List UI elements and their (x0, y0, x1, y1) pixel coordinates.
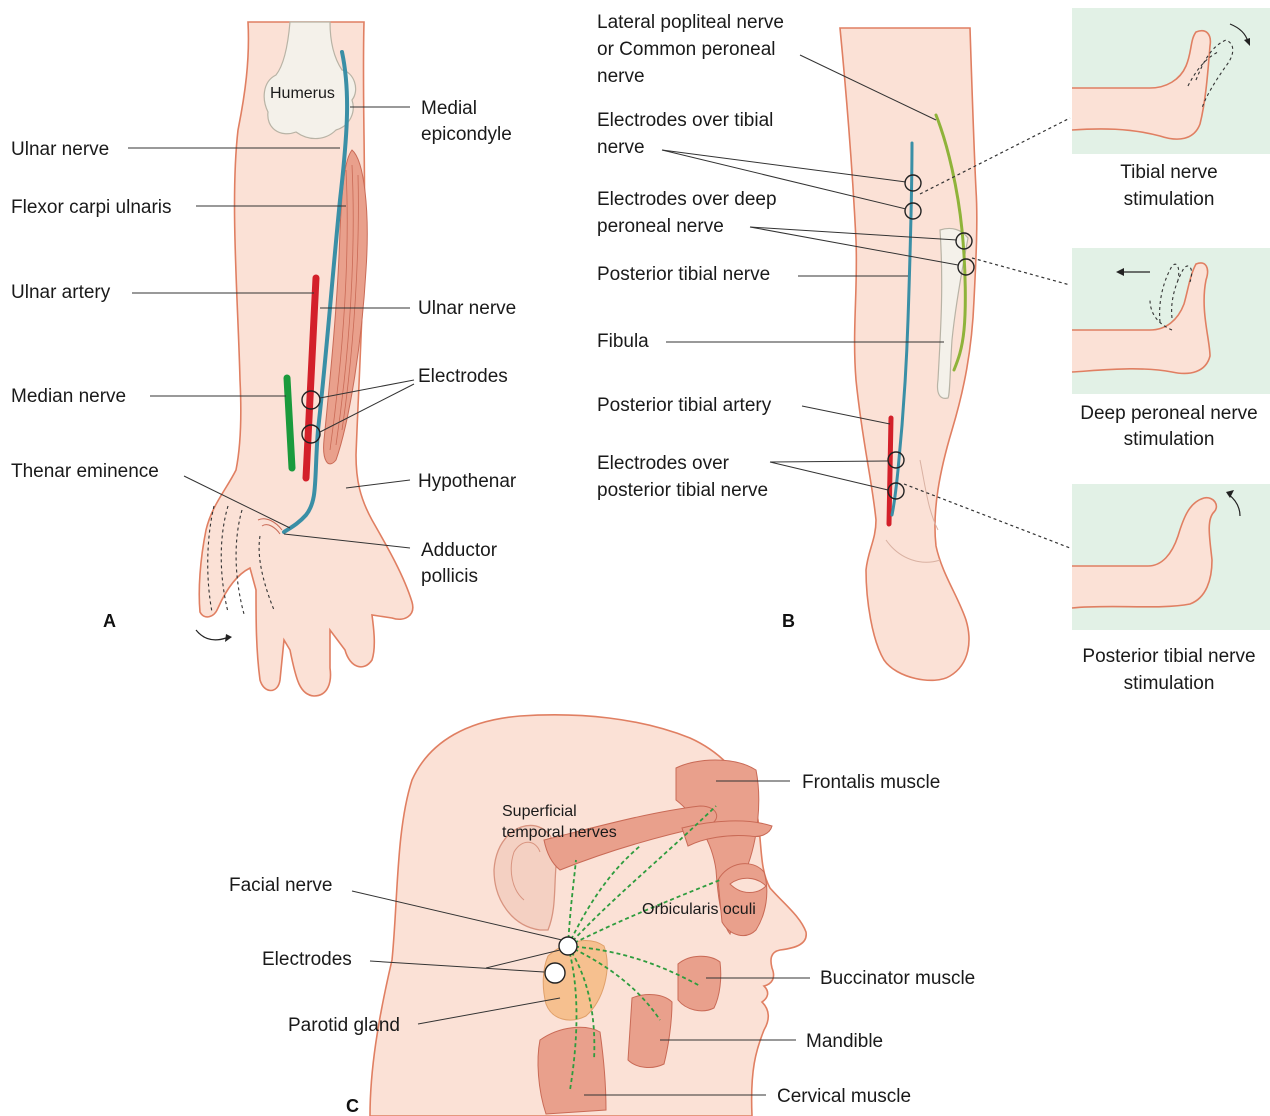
hypothenar-label: Hypothenar (418, 471, 517, 492)
ulnar-nerve-label-left: Ulnar nerve (11, 139, 109, 160)
inset-post-caption-2: stimulation (1124, 673, 1215, 694)
electrodes-label-c: Electrodes (262, 949, 352, 970)
inset-posterior-tibial (1072, 484, 1270, 630)
fibula-label: Fibula (597, 331, 649, 352)
parotid-gland-label: Parotid gland (288, 1015, 400, 1036)
electrodes-tibial-label-1: Electrodes over tibial (597, 110, 773, 131)
superficial-temporal-label-1: Superficial (502, 803, 577, 820)
inset-tibial-caption-2: stimulation (1124, 189, 1215, 210)
inset-post-caption-1: Posterior tibial nerve (1082, 646, 1255, 667)
lateral-popliteal-label-1: Lateral popliteal nerve (597, 12, 784, 33)
inset-tibial (1072, 8, 1270, 154)
frontalis-label: Frontalis muscle (802, 772, 940, 793)
electrodes-post-label-2: posterior tibial nerve (597, 480, 768, 501)
mandible-label: Mandible (806, 1031, 883, 1052)
electrodes-tibial-label-2: nerve (597, 137, 645, 158)
thenar-eminence-label: Thenar eminence (11, 461, 159, 482)
buccinator-muscle (678, 956, 721, 1011)
electrodes-deep-label-2: peroneal nerve (597, 216, 724, 237)
electrodes-deep-label-1: Electrodes over deep (597, 189, 777, 210)
electrodes-post-label-1: Electrodes over (597, 453, 730, 474)
panel-c-letter: C (346, 1096, 359, 1116)
electrode-c2 (545, 963, 565, 983)
cervical-muscle (538, 1027, 606, 1114)
orbicularis-oculi-muscle (718, 864, 767, 936)
thumb-motion-arrow (196, 630, 226, 640)
posterior-tibial-artery (889, 418, 891, 524)
lateral-popliteal-label-3: nerve (597, 66, 645, 87)
posterior-tibial-nerve-label: Posterior tibial nerve (597, 264, 770, 285)
flexor-carpi-ulnaris-label: Flexor carpi ulnaris (11, 197, 172, 218)
panel-b-leg: Lateral popliteal nerve or Common perone… (597, 8, 1270, 694)
medial-epicondyle-label-1: Medial (421, 98, 477, 119)
adductor-pollicis-label-2: pollicis (421, 566, 478, 587)
medial-epicondyle-label-2: epicondyle (421, 124, 512, 145)
humerus-label: Humerus (270, 85, 335, 102)
superficial-temporal-label-2: temporal nerves (502, 824, 617, 841)
buccinator-label: Buccinator muscle (820, 968, 975, 989)
panel-c-face: Frontalis muscle Superficial temporal ne… (229, 715, 975, 1116)
leg-outline (840, 28, 977, 680)
orbicularis-oculi-label: Orbicularis oculi (642, 901, 756, 918)
cervical-muscle-label: Cervical muscle (777, 1086, 911, 1107)
posterior-tibial-artery-label: Posterior tibial artery (597, 395, 772, 416)
ulnar-nerve-label-right: Ulnar nerve (418, 298, 516, 319)
facial-nerve-label: Facial nerve (229, 875, 333, 896)
median-nerve (287, 378, 292, 468)
inset-deep-caption-1: Deep peroneal nerve (1080, 403, 1257, 424)
inset-tibial-caption-1: Tibial nerve (1120, 162, 1218, 183)
ulnar-artery-label: Ulnar artery (11, 282, 111, 303)
electrodes-label-a: Electrodes (418, 366, 508, 387)
median-nerve-label: Median nerve (11, 386, 126, 407)
inset-deep-caption-2: stimulation (1124, 429, 1215, 450)
panel-b-letter: B (782, 611, 795, 631)
inset-deep-peroneal (1072, 248, 1270, 394)
panel-a-arm: Humerus Medial epicondyle U (11, 22, 517, 696)
panel-a-letter: A (103, 611, 116, 631)
adductor-pollicis-label-1: Adductor (421, 540, 498, 561)
lateral-popliteal-label-2: or Common peroneal (597, 39, 775, 60)
dotted-connector-deep (972, 258, 1070, 285)
thumb-arrow-head (225, 634, 232, 642)
